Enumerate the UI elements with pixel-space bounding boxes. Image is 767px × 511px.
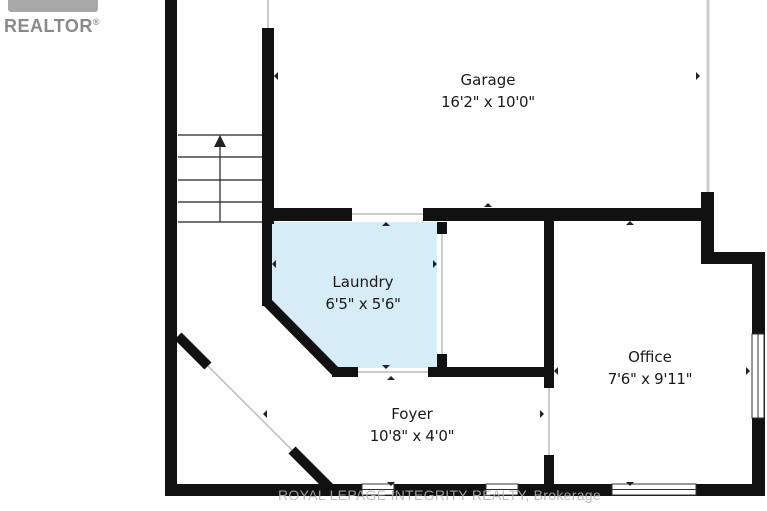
room-label-office: Office 7'6" x 9'11" — [590, 346, 710, 390]
room-dimensions: 16'2" x 10'0" — [441, 93, 535, 111]
room-dimensions: 7'6" x 9'11" — [607, 370, 693, 388]
room-dimensions: 6'5" x 5'6" — [325, 295, 401, 313]
windows — [361, 333, 765, 496]
stairs-arrow-icon — [214, 135, 226, 147]
brokerage-watermark: ROYAL LEPAGE INTEGRITY REALTY, Brokerage — [278, 487, 601, 503]
room-label-foyer: Foyer 10'8" x 4'0" — [352, 403, 472, 447]
realtor-logo-mark — [8, 0, 98, 12]
foyer-door-swing — [207, 365, 293, 451]
dimension-markers — [263, 72, 750, 486]
foyer-angled-wall-upper — [174, 332, 212, 370]
realtor-logo: REALTOR® — [4, 16, 100, 37]
stairs — [178, 134, 262, 223]
room-name: Foyer — [391, 405, 433, 423]
realtor-logo-text: REALTOR — [4, 16, 93, 36]
room-name: Laundry — [332, 273, 394, 291]
room-dimensions: 10'8" x 4'0" — [369, 427, 455, 445]
room-label-laundry: Laundry 6'5" x 5'6" — [303, 271, 423, 315]
room-name: Office — [628, 348, 672, 366]
room-label-garage: Garage 16'2" x 10'0" — [428, 69, 548, 113]
foyer-angled-wall-lower — [288, 446, 334, 492]
laundry-angled-wall — [263, 298, 340, 376]
registered-mark: ® — [92, 17, 100, 27]
room-name: Garage — [460, 71, 516, 89]
laundry-room-fill — [270, 222, 437, 368]
